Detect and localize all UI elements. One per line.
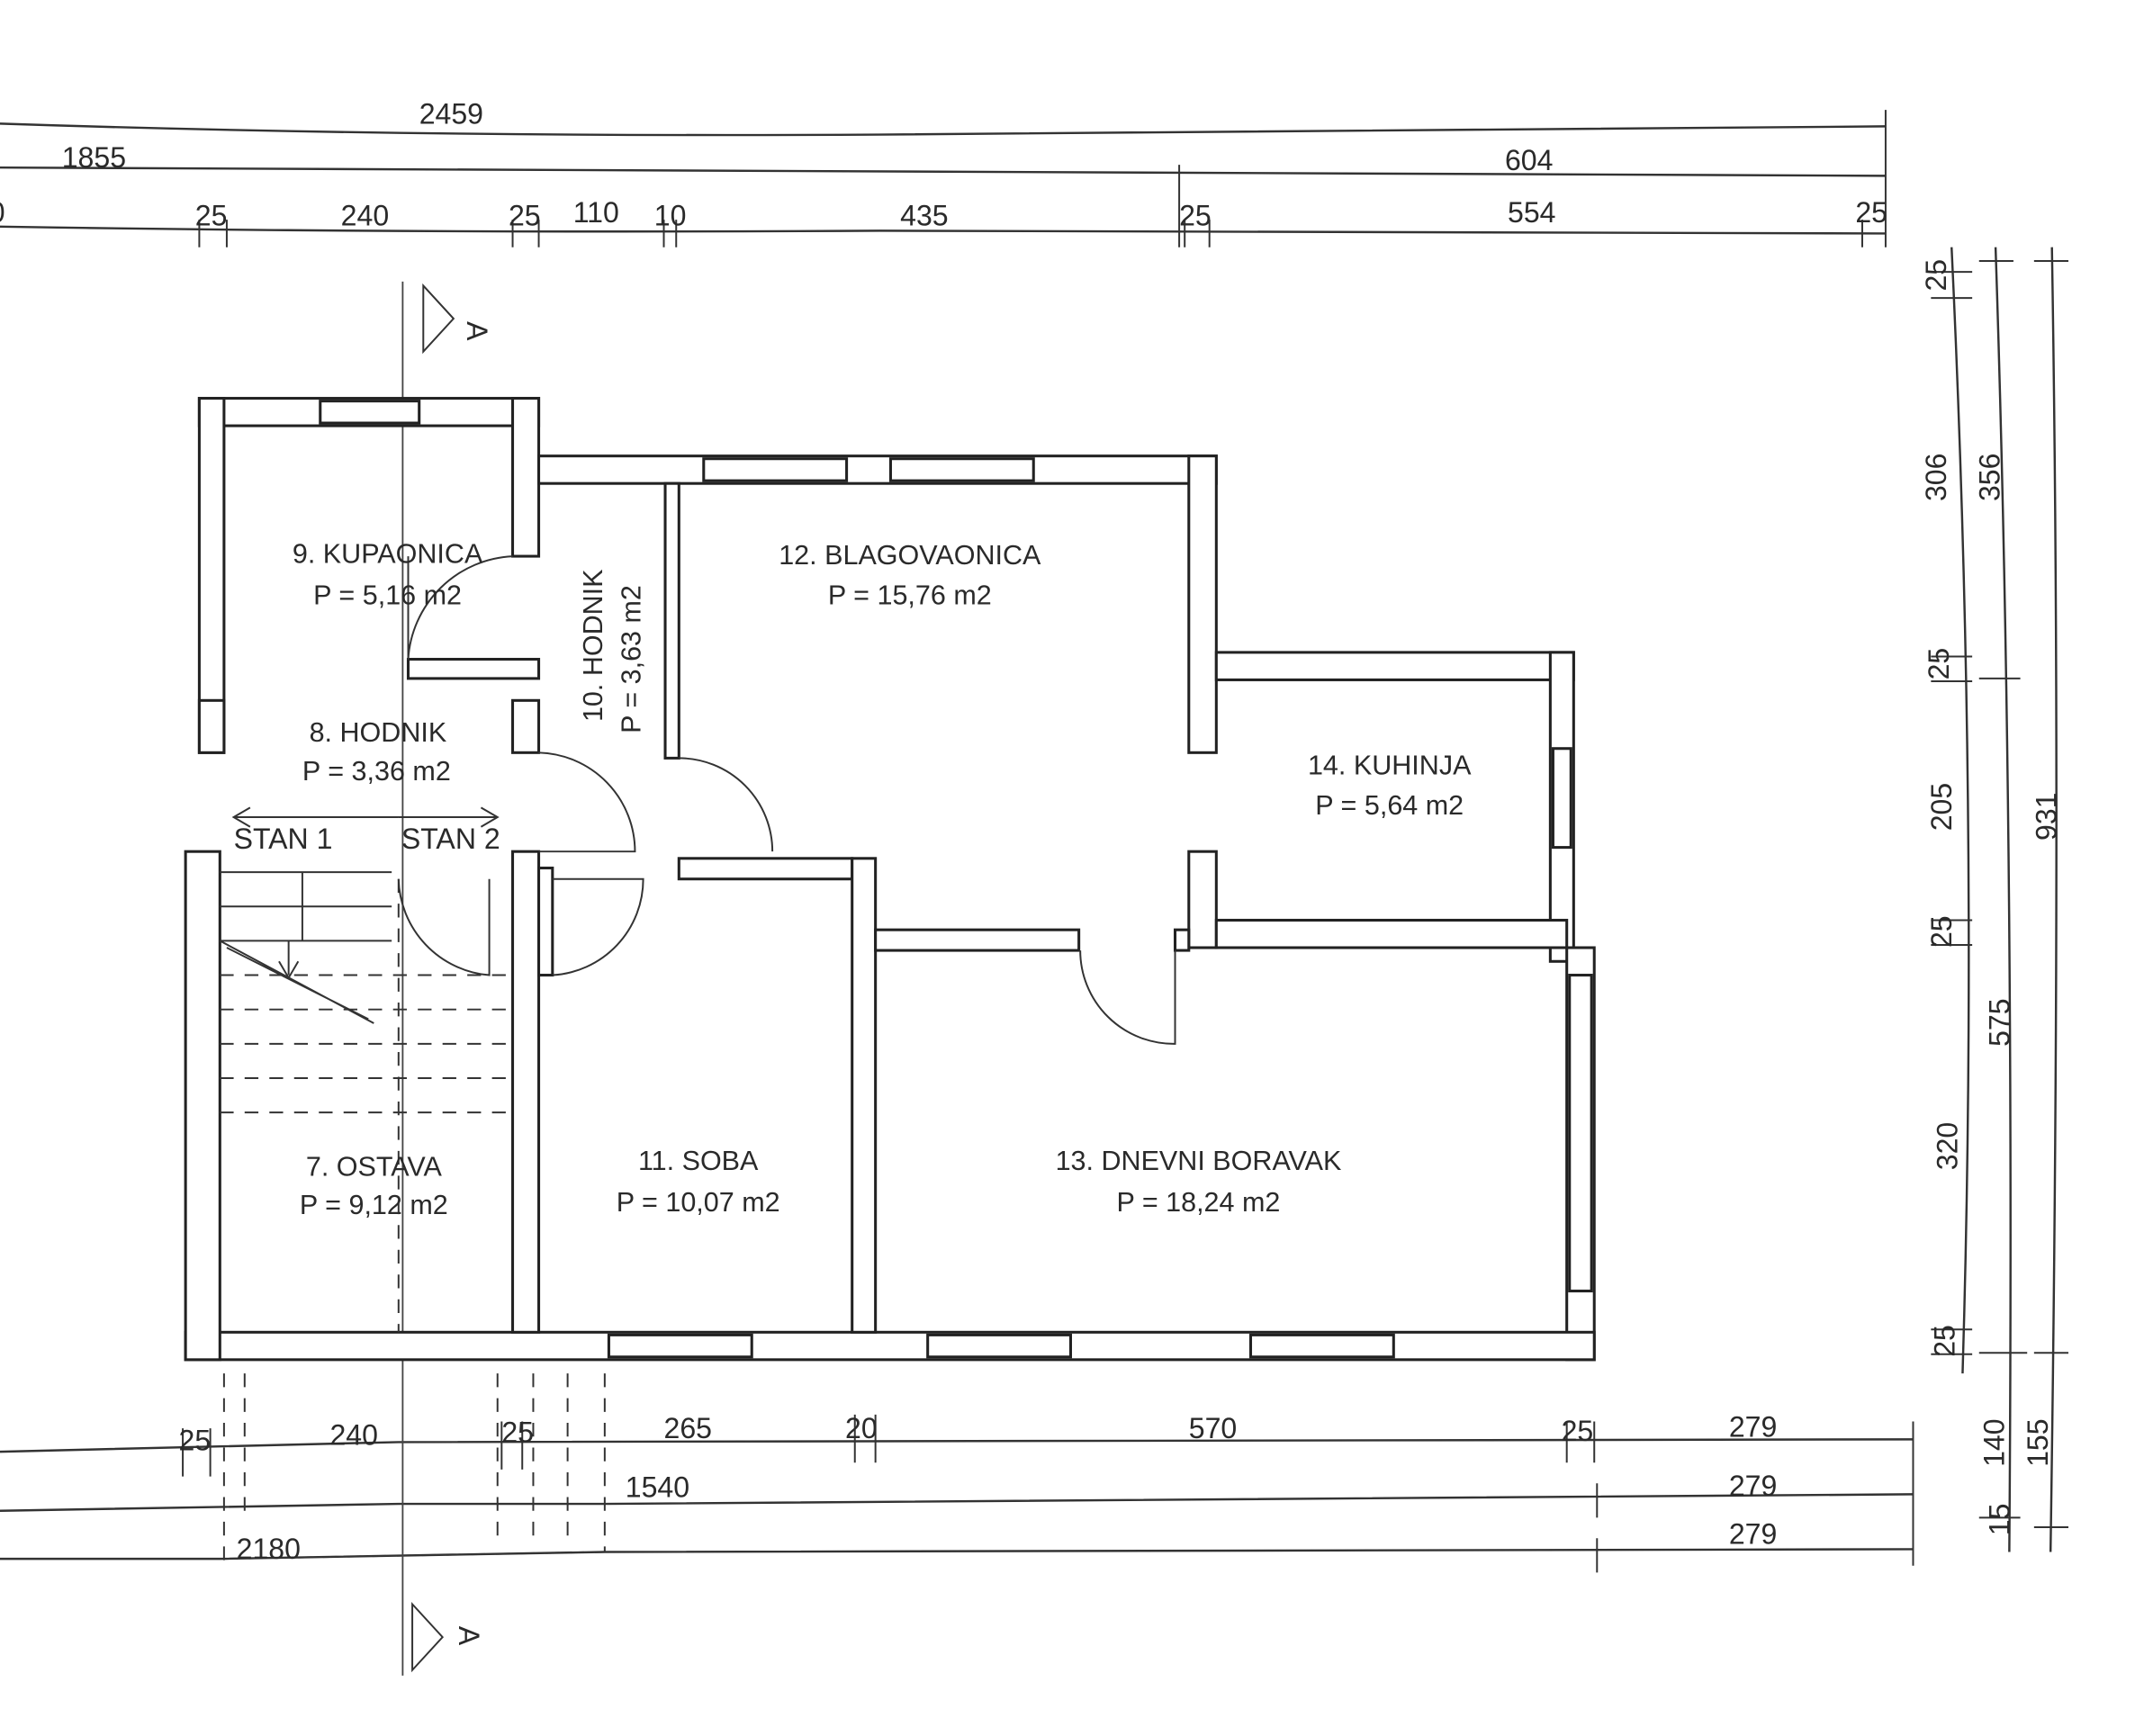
room-name: 14. KUHINJA bbox=[1308, 751, 1472, 781]
section-mark: A bbox=[461, 321, 493, 341]
dim-top-detail: 0 bbox=[0, 196, 5, 229]
label-stan-2: STAN 2 bbox=[401, 823, 500, 855]
room-name: 11. SOBA bbox=[638, 1146, 759, 1176]
stairs bbox=[219, 871, 512, 1333]
dim-bottom-detail: 25 bbox=[179, 1425, 212, 1457]
room-name: 10. HODNIK bbox=[578, 569, 608, 722]
dim-right-overall: 931 bbox=[2030, 793, 2062, 841]
dim-top-overall: 2459 bbox=[419, 97, 483, 130]
dim-right-detail: 205 bbox=[1925, 783, 1958, 831]
dim-bottom-detail: 279 bbox=[1729, 1410, 1777, 1443]
dim-bottom-detail: 570 bbox=[1189, 1412, 1237, 1444]
dim-right-detail: 25 bbox=[1928, 1325, 1960, 1357]
room-name: 12. BLAGOVAONICA bbox=[779, 540, 1041, 571]
room-name: 13. DNEVNI BORAVAK bbox=[1056, 1146, 1342, 1176]
room-area: P = 5,64 m2 bbox=[1315, 790, 1464, 821]
dim-bottom-detail: 25 bbox=[501, 1416, 534, 1448]
dim-bottom-detail: 25 bbox=[1562, 1415, 1594, 1447]
dim-bottom-detail: 240 bbox=[329, 1418, 377, 1451]
dim-top-detail: 25 bbox=[509, 199, 541, 231]
bottom-dimensions: 25 240 25 265 20 570 25 279 1540 279 218… bbox=[0, 1373, 1914, 1573]
dim-right-overall: 155 bbox=[2022, 1418, 2054, 1466]
room-name: 7. OSTAVA bbox=[306, 1151, 443, 1182]
section-arrow-icon bbox=[422, 283, 455, 355]
dim-top-mid: 604 bbox=[1505, 144, 1553, 176]
dim-top-detail: 110 bbox=[573, 196, 619, 229]
dim-top-detail: 10 bbox=[654, 199, 687, 231]
dim-top-detail: 554 bbox=[1508, 196, 1555, 229]
dim-bottom-overall: 279 bbox=[1729, 1517, 1777, 1550]
doors bbox=[397, 555, 1176, 1045]
dim-right-detail: 320 bbox=[1931, 1122, 1963, 1170]
dim-bottom-mid: 279 bbox=[1729, 1470, 1777, 1502]
room-area: P = 15,76 m2 bbox=[828, 580, 992, 610]
dim-right-mid: 140 bbox=[1977, 1418, 2010, 1466]
top-dimensions: 2459 1855 604 0 25 240 25 110 10 435 25 … bbox=[0, 97, 1887, 247]
section-mark: A bbox=[453, 1626, 485, 1646]
unit-arrows: STAN 1 STAN 2 bbox=[231, 806, 500, 855]
dim-right-detail: 306 bbox=[1920, 454, 1952, 501]
room-area: P = 9,12 m2 bbox=[300, 1190, 448, 1220]
dim-top-mid: 1855 bbox=[62, 141, 126, 174]
dim-right-detail: 25 bbox=[1920, 259, 1952, 292]
walls bbox=[184, 397, 1596, 1362]
room-area: P = 18,24 m2 bbox=[1117, 1187, 1281, 1218]
dim-right-detail: 25 bbox=[1925, 915, 1958, 948]
dim-right-mid: 356 bbox=[1974, 454, 2006, 501]
room-name: 8. HODNIK bbox=[310, 717, 447, 748]
right-dimensions: 25 306 25 205 25 320 25 356 575 140 931 … bbox=[1920, 247, 2069, 1552]
dim-bottom-detail: 265 bbox=[664, 1412, 712, 1444]
section-arrow-icon bbox=[411, 1601, 445, 1673]
section-line-a: A A bbox=[401, 281, 493, 1676]
dim-top-detail: 435 bbox=[900, 199, 948, 231]
dim-top-detail: 25 bbox=[1179, 199, 1212, 231]
dim-top-detail: 25 bbox=[1855, 196, 1887, 229]
dim-right-small: 15 bbox=[1983, 1504, 2015, 1536]
dim-top-detail: 240 bbox=[341, 199, 389, 231]
label-stan-1: STAN 1 bbox=[234, 823, 333, 855]
dim-bottom-mid: 1540 bbox=[626, 1471, 689, 1503]
dim-right-mid: 575 bbox=[1983, 998, 2015, 1046]
dim-right-detail: 25 bbox=[1923, 648, 1955, 680]
room-name: 9. KUPAONICA bbox=[293, 539, 483, 570]
dim-top-detail: 25 bbox=[195, 199, 228, 231]
room-area: P = 5,16 m2 bbox=[313, 580, 462, 610]
room-area: P = 3,36 m2 bbox=[302, 756, 451, 787]
dim-bottom-detail: 20 bbox=[845, 1412, 878, 1444]
room-area: P = 3,63 m2 bbox=[617, 585, 647, 733]
room-area: P = 10,07 m2 bbox=[617, 1187, 780, 1218]
dim-bottom-overall: 2180 bbox=[237, 1533, 301, 1565]
room-labels: 9. KUPAONICA P = 5,16 m2 10. HODNIK P = … bbox=[293, 539, 1472, 1220]
